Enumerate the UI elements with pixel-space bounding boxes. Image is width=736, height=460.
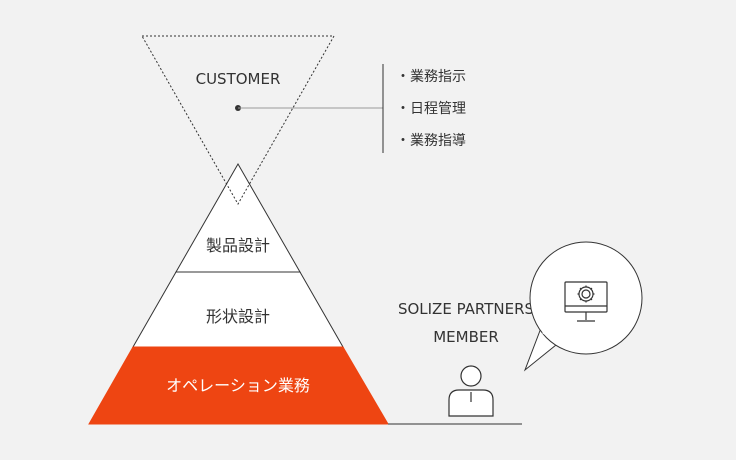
- pyramid-level-product-design: [175, 162, 301, 273]
- customer-task-list: ・業務指示 ・日程管理 ・業務指導: [396, 69, 466, 149]
- member-label: SOLIZE PARTNERS MEMBER: [398, 300, 534, 346]
- person-icon: [448, 365, 494, 417]
- pyramid-label-shape-design: 形状設計: [206, 307, 270, 326]
- gear-monitor-icon: [564, 281, 608, 322]
- pyramid-label-product-design: 製品設計: [206, 236, 270, 255]
- member-label-line2: MEMBER: [433, 328, 499, 346]
- customer-funnel: CUSTOMER: [141, 35, 384, 206]
- customer-task-item: ・日程管理: [396, 101, 466, 117]
- pyramid-label-operations: オペレーション業務: [166, 376, 310, 395]
- pyramid: [88, 162, 389, 425]
- customer-task-item: ・業務指示: [396, 69, 466, 85]
- customer-triangle: [141, 35, 335, 206]
- customer-task-item: ・業務指導: [396, 133, 466, 149]
- member-label-line1: SOLIZE PARTNERS: [398, 300, 534, 318]
- pyramid-labels: 製品設計 形状設計 オペレーション業務: [166, 236, 310, 395]
- customer-label: CUSTOMER: [196, 70, 281, 88]
